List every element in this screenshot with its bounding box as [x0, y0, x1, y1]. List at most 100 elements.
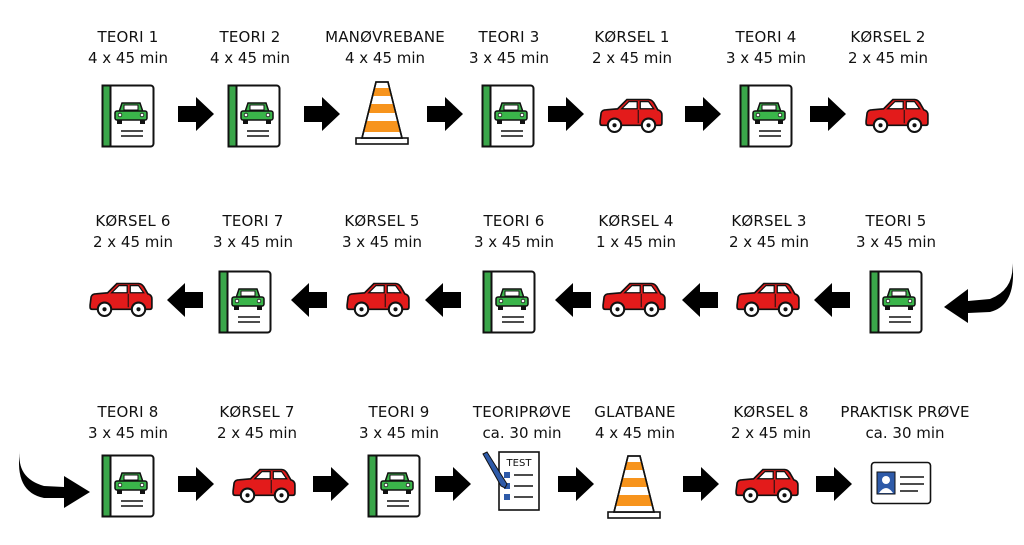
step-title: KØRSEL 8	[733, 403, 809, 421]
step-koersel-2: KØRSEL 2 2 x 45 min	[818, 27, 958, 69]
arrow-left-icon	[812, 282, 852, 318]
arrow-right-icon	[683, 96, 723, 132]
step-title: KØRSEL 7	[219, 403, 295, 421]
curved-arrow-icon	[19, 450, 90, 508]
step-title: PRAKTISK PRØVE	[840, 403, 970, 421]
step-duration: 2 x 45 min	[591, 49, 673, 67]
car-icon	[600, 280, 668, 320]
step-teori-3: TEORI 3 3 x 45 min	[439, 27, 579, 69]
step-teori-8: TEORI 8 3 x 45 min	[58, 402, 198, 444]
step-duration: 4 x 45 min	[209, 49, 291, 67]
step-duration: 3 x 45 min	[341, 233, 423, 251]
step-title: KØRSEL 3	[731, 212, 807, 230]
arrow-right-icon	[556, 466, 596, 502]
arrow-right-icon	[311, 466, 351, 502]
step-title: TEORI 5	[865, 212, 927, 230]
step-duration: 4 x 45 min	[344, 49, 426, 67]
arrow-left-icon	[423, 282, 463, 318]
step-title: TEORI 1	[97, 28, 159, 46]
step-duration: 2 x 45 min	[216, 424, 298, 442]
car-icon	[734, 280, 802, 320]
step-koersel-3: KØRSEL 3 2 x 45 min	[699, 211, 839, 253]
traffic-cone-icon	[354, 80, 410, 146]
arrow-right-icon	[681, 466, 721, 502]
book-icon	[482, 270, 536, 334]
arrow-left-icon	[553, 282, 593, 318]
step-teori-1: TEORI 1 4 x 45 min	[58, 27, 198, 69]
step-koersel-1: KØRSEL 1 2 x 45 min	[562, 27, 702, 69]
arrow-right-icon	[176, 466, 216, 502]
step-title: TEORI 7	[222, 212, 284, 230]
step-duration: ca. 30 min	[865, 424, 945, 442]
book-icon	[101, 84, 155, 148]
step-title: KØRSEL 6	[95, 212, 171, 230]
step-duration: 4 x 45 min	[87, 49, 169, 67]
arrow-right-icon	[814, 466, 854, 502]
step-duration: 3 x 45 min	[725, 49, 807, 67]
step-koersel-8: KØRSEL 8 2 x 45 min	[701, 402, 841, 444]
curved-arrow-icon	[944, 259, 1014, 323]
step-duration: 4 x 45 min	[594, 424, 676, 442]
arrow-right-icon	[433, 466, 473, 502]
step-koersel-5: KØRSEL 5 3 x 45 min	[312, 211, 452, 253]
step-title: TEORI 3	[478, 28, 540, 46]
step-duration: 2 x 45 min	[92, 233, 174, 251]
step-teori-2: TEORI 2 4 x 45 min	[180, 27, 320, 69]
step-title: TEORI 6	[483, 212, 545, 230]
step-title: TEORI 2	[219, 28, 281, 46]
arrow-right-icon	[546, 96, 586, 132]
step-title: KØRSEL 5	[344, 212, 420, 230]
step-title: KØRSEL 2	[850, 28, 926, 46]
arrow-right-icon	[302, 96, 342, 132]
arrow-right-icon	[425, 96, 465, 132]
car-icon	[230, 466, 298, 506]
step-title: TEORI 4	[735, 28, 797, 46]
book-icon	[739, 84, 793, 148]
step-glatbane: GLATBANE 4 x 45 min	[565, 402, 705, 444]
arrow-left-icon	[289, 282, 329, 318]
book-icon	[101, 454, 155, 518]
book-icon	[367, 454, 421, 518]
arrow-right-icon	[176, 96, 216, 132]
id-card-icon	[870, 461, 932, 505]
step-teori-5: TEORI 5 3 x 45 min	[826, 211, 966, 253]
step-duration: 3 x 45 min	[473, 233, 555, 251]
step-duration: 2 x 45 min	[730, 424, 812, 442]
step-title: GLATBANE	[594, 403, 676, 421]
step-manoevrebane: MANØVREBANE 4 x 45 min	[315, 27, 455, 69]
step-duration: 3 x 45 min	[87, 424, 169, 442]
step-duration: ca. 30 min	[482, 424, 562, 442]
step-koersel-4: KØRSEL 4 1 x 45 min	[566, 211, 706, 253]
test-label: TEST	[506, 458, 533, 469]
step-title: TEORI 8	[97, 403, 159, 421]
book-icon	[869, 270, 923, 334]
step-title: MANØVREBANE	[325, 28, 445, 46]
car-icon	[733, 466, 801, 506]
arrow-left-icon	[165, 282, 205, 318]
car-icon	[87, 280, 155, 320]
car-icon	[863, 96, 931, 136]
step-duration: 3 x 45 min	[855, 233, 937, 251]
book-icon	[481, 84, 535, 148]
step-teori-4: TEORI 4 3 x 45 min	[696, 27, 836, 69]
book-icon	[227, 84, 281, 148]
step-duration: 3 x 45 min	[358, 424, 440, 442]
step-duration: 1 x 45 min	[595, 233, 677, 251]
step-teoriproeve: TEORIPRØVE ca. 30 min	[452, 402, 592, 444]
step-praktisk-proeve: PRAKTISK PRØVE ca. 30 min	[825, 402, 985, 444]
step-koersel-7: KØRSEL 7 2 x 45 min	[187, 402, 327, 444]
traffic-cone-icon	[606, 454, 662, 520]
car-icon	[597, 96, 665, 136]
step-duration: 3 x 45 min	[212, 233, 294, 251]
book-icon	[218, 270, 272, 334]
step-teori-6: TEORI 6 3 x 45 min	[444, 211, 584, 253]
arrow-left-icon	[680, 282, 720, 318]
test-checklist-icon: TEST	[482, 451, 540, 511]
arrow-right-icon	[808, 96, 848, 132]
step-duration: 2 x 45 min	[728, 233, 810, 251]
step-koersel-6: KØRSEL 6 2 x 45 min	[63, 211, 203, 253]
step-title: TEORIPRØVE	[472, 403, 572, 421]
step-title: KØRSEL 4	[598, 212, 674, 230]
step-title: KØRSEL 1	[594, 28, 670, 46]
step-title: TEORI 9	[368, 403, 430, 421]
